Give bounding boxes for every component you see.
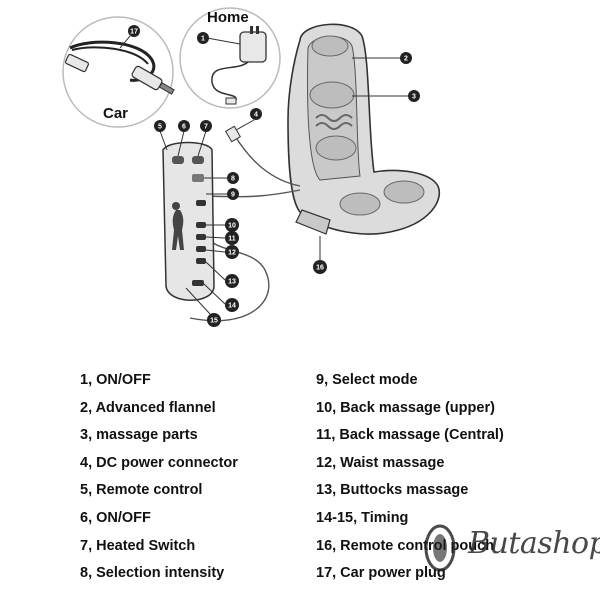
svg-text:5: 5 (158, 124, 162, 131)
callout-15: 15 (185, 287, 221, 327)
svg-text:13: 13 (228, 279, 236, 286)
callout-4: 4 (235, 108, 262, 131)
legend-item: 6, ON/OFF (80, 509, 151, 526)
watermark: Butashop (418, 518, 600, 578)
svg-text:8: 8 (231, 176, 235, 183)
svg-text:16: 16 (316, 265, 324, 272)
svg-text:3: 3 (412, 94, 416, 101)
car-label: Car (103, 105, 128, 122)
callout-3: 3 (352, 90, 420, 102)
svg-text:10: 10 (228, 223, 236, 230)
watermark-logo-icon (424, 524, 456, 572)
parts-legend: 1, ON/OFF 2, Advanced flannel 3, massage… (0, 372, 600, 592)
callout-5: 5 (154, 120, 168, 151)
legend-item: 14-15, Timing (316, 509, 409, 526)
legend-item: 7, Heated Switch (80, 537, 196, 554)
svg-text:12: 12 (228, 250, 236, 257)
legend-item: 1, ON/OFF (80, 372, 151, 388)
callout-14: 14 (203, 283, 239, 312)
watermark-text: Butashop (468, 526, 600, 561)
svg-text:7: 7 (204, 124, 208, 131)
svg-text:6: 6 (182, 124, 186, 131)
callout-12: 12 (205, 245, 239, 259)
dc-power-connector (224, 125, 242, 143)
callout-2: 2 (352, 52, 412, 64)
svg-text:14: 14 (228, 303, 236, 310)
legend-item: 11, Back massage (Central) (316, 427, 504, 444)
legend-item: 10, Back massage (upper) (316, 399, 495, 416)
svg-text:2: 2 (404, 56, 408, 63)
legend-item: 2, Advanced flannel (80, 399, 216, 416)
svg-text:11: 11 (228, 236, 236, 243)
callout-1: 1 (197, 32, 241, 45)
callout-17: 17 (119, 25, 140, 49)
wall-adapter-icon (211, 26, 267, 105)
callout-16: 16 (313, 236, 327, 274)
svg-text:17: 17 (130, 29, 138, 36)
svg-text:15: 15 (210, 318, 218, 325)
car-inset: Car (62, 16, 175, 128)
callout-7: 7 (197, 120, 212, 157)
legend-column-right: 9, Select mode 10, Back massage (upper) … (316, 372, 504, 593)
home-label: Home (207, 9, 249, 26)
callout-6: 6 (177, 120, 190, 157)
callout-13: 13 (205, 261, 239, 288)
legend-item: 4, DC power connector (80, 454, 238, 471)
dc-cable (234, 135, 301, 187)
seat-cushion (287, 23, 440, 235)
massage-seat-diagram: Car Home (62, 7, 440, 327)
home-inset: Home (179, 7, 281, 109)
callout-9: 9 (206, 188, 239, 200)
svg-text:1: 1 (201, 36, 205, 43)
legend-item: 13, Buttocks massage (316, 482, 469, 499)
remote-control (162, 141, 215, 301)
legend-item: 9, Select mode (316, 372, 418, 388)
legend-item: 16, Remote control pouch (316, 537, 495, 554)
legend-item: 3, massage parts (80, 427, 198, 444)
callout-11: 11 (205, 231, 239, 245)
legend-column-left: 1, ON/OFF 2, Advanced flannel 3, massage… (80, 372, 238, 593)
car-power-plug-icon (64, 40, 175, 95)
callout-10: 10 (206, 218, 239, 232)
legend-item: 8, Selection intensity (80, 565, 225, 582)
legend-item: 5, Remote control (80, 482, 203, 499)
svg-text:9: 9 (231, 192, 235, 199)
legend-item: 12, Waist massage (316, 454, 445, 471)
callout-8: 8 (204, 172, 239, 184)
svg-text:4: 4 (254, 112, 258, 119)
legend-item: 17, Car power plug (316, 565, 446, 582)
